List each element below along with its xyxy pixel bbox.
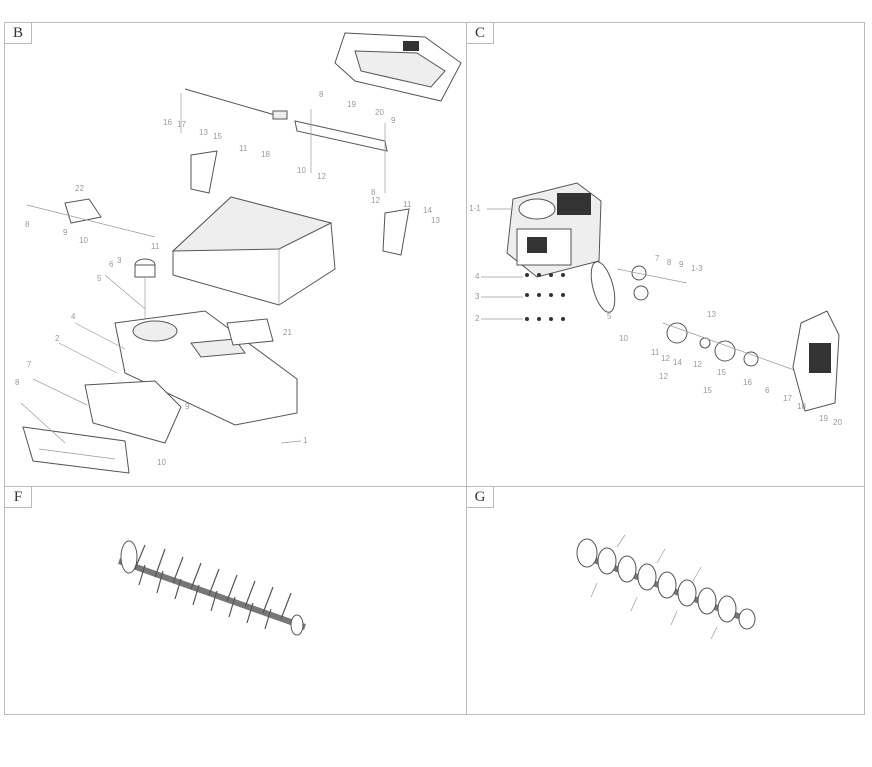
callout-label: 14: [673, 358, 682, 367]
callout-label: 1: [303, 436, 308, 445]
panel-g-drawing: [576, 534, 756, 640]
panel-b-drawing: 16 17 18 8 19 20 9 10 8 13 15 11 12 12 1…: [15, 32, 462, 474]
panel-divider-horizontal: [4, 486, 865, 487]
panel-f-drawing: [117, 540, 307, 636]
callout-label: 9: [185, 402, 190, 411]
housing-part: [171, 196, 336, 306]
badge-part: [226, 318, 274, 346]
belt-part: [590, 261, 616, 313]
callout-label: 13: [199, 128, 208, 137]
callout-label: 18: [261, 150, 270, 159]
callout-label: 8: [667, 258, 672, 267]
panel-label: C: [467, 23, 494, 44]
callout-label: 18: [797, 402, 806, 411]
panel-divider-vertical: [466, 22, 467, 715]
callout-label: 4: [71, 312, 76, 321]
callout-label: 2: [475, 314, 480, 323]
callout-label: 2: [55, 334, 60, 343]
panel-label: G: [467, 487, 494, 508]
callout-label: 9: [63, 228, 68, 237]
callout-label: 17: [177, 120, 186, 129]
callout-label: 1-3: [691, 264, 703, 273]
panel-c-drawing: 1-1 4 3 2 7 8 9 1-3 5 10 13 11 12 14 12 …: [469, 182, 842, 427]
callout-label: 12: [693, 360, 702, 369]
callout-label: 20: [375, 108, 384, 117]
callout-label: 15: [703, 386, 712, 395]
callout-label: 11: [151, 242, 160, 251]
callout-label: 6: [109, 260, 114, 269]
tine-reel-part: [576, 534, 756, 640]
callout-label: 14: [423, 206, 432, 215]
blade-reel-part: [117, 540, 307, 636]
bar-part: [294, 120, 388, 152]
panel-f: F: [5, 487, 466, 714]
callout-label: 10: [619, 334, 628, 343]
callout-label: 5: [607, 312, 612, 321]
callout-label: 3: [475, 292, 480, 301]
callout-label: 7: [27, 360, 32, 369]
callout-label: 10: [297, 166, 306, 175]
callout-label: 11: [651, 348, 660, 357]
callout-label: 4: [475, 272, 480, 281]
callout-label: 8: [371, 188, 376, 197]
callout-label: 19: [347, 100, 356, 109]
pulley-part: [633, 285, 649, 301]
callout-label: 19: [819, 414, 828, 423]
callout-label: 12: [661, 354, 670, 363]
callout-label: 10: [79, 236, 88, 245]
callout-label: 17: [783, 394, 792, 403]
callout-label: 13: [707, 310, 716, 319]
panel-label: B: [5, 23, 32, 44]
callout-label: 12: [317, 172, 326, 181]
callout-label: 10: [157, 458, 166, 467]
bracket-part: [272, 110, 288, 120]
gear-part: [714, 340, 736, 362]
callout-label: 6: [765, 386, 770, 395]
gear-part: [666, 322, 688, 344]
callout-label: 15: [213, 132, 222, 141]
callout-label: 9: [679, 260, 684, 269]
callout-label: 16: [743, 378, 752, 387]
callout-label: 8: [319, 90, 324, 99]
left-bracket-part: [190, 150, 218, 194]
callout-label: 12: [659, 372, 668, 381]
knob-part: [134, 258, 156, 323]
callout-label: 16: [163, 118, 172, 127]
callout-label: 8: [25, 220, 30, 229]
callout-label: 11: [239, 144, 248, 153]
callout-label: 15: [717, 368, 726, 377]
callout-label: 20: [833, 418, 842, 427]
right-bracket-part: [382, 208, 410, 256]
callout-label: 21: [283, 328, 292, 337]
panel-b: B: [5, 23, 466, 486]
callout-label: 3: [117, 256, 122, 265]
panel-label: F: [5, 487, 32, 508]
callout-label: 1-1: [469, 204, 481, 213]
pulley-part: [631, 265, 647, 281]
diagram-sheet: [4, 22, 865, 715]
callout-label: 11: [403, 200, 412, 209]
bumper-part: [22, 426, 130, 474]
side-cover-part: [792, 310, 840, 412]
callout-label: 5: [97, 274, 102, 283]
engine-part: [506, 182, 602, 278]
front-guard-part: [84, 380, 182, 444]
callout-label: 12: [371, 196, 380, 205]
plate-part: [64, 198, 102, 224]
callout-label: 22: [75, 184, 84, 193]
deck-part: [114, 310, 298, 426]
pulley-part: [743, 351, 759, 367]
bolt-grid: [525, 273, 565, 321]
panel-g: G: [467, 487, 864, 714]
callout-label: 9: [391, 116, 396, 125]
callout-label: 8: [15, 378, 20, 387]
callout-label: 13: [431, 216, 440, 225]
callout-label: 7: [655, 254, 660, 263]
panel-c: C: [467, 23, 864, 486]
top-cover-part: [334, 32, 462, 102]
